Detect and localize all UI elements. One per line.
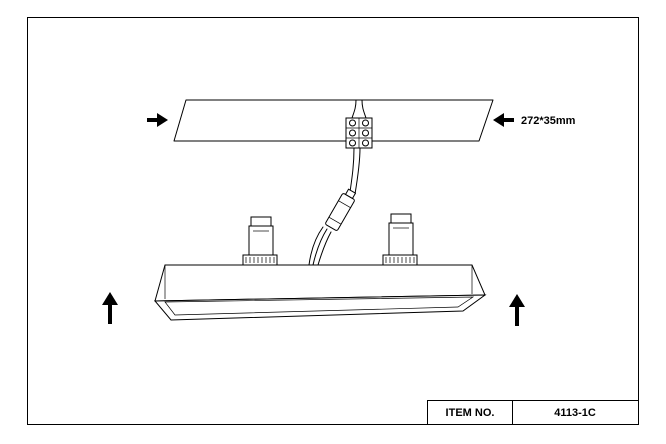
right-lift-arrow-icon [509,294,525,326]
left-push-arrow-icon [147,113,168,127]
connector-wires [349,147,361,195]
left-lift-arrow-icon [102,292,118,324]
right-push-arrow-icon [493,113,514,127]
fixture-lead-wires [308,226,332,266]
spring-clip-left [242,216,278,266]
item-number-label: ITEM NO. [446,407,495,419]
item-number-value: 4113-1C [554,407,596,419]
terminal-block [345,117,373,149]
drawing-frame [27,17,639,425]
dimension-label: 272*35mm [521,115,576,127]
linear-light-fixture [153,264,487,321]
ceiling-cutout-panel [173,99,494,142]
plug-connector [325,188,357,231]
title-block: ITEM NO. 4113-1C [427,400,639,425]
power-wires [351,99,367,119]
spring-clip-right [382,213,418,266]
